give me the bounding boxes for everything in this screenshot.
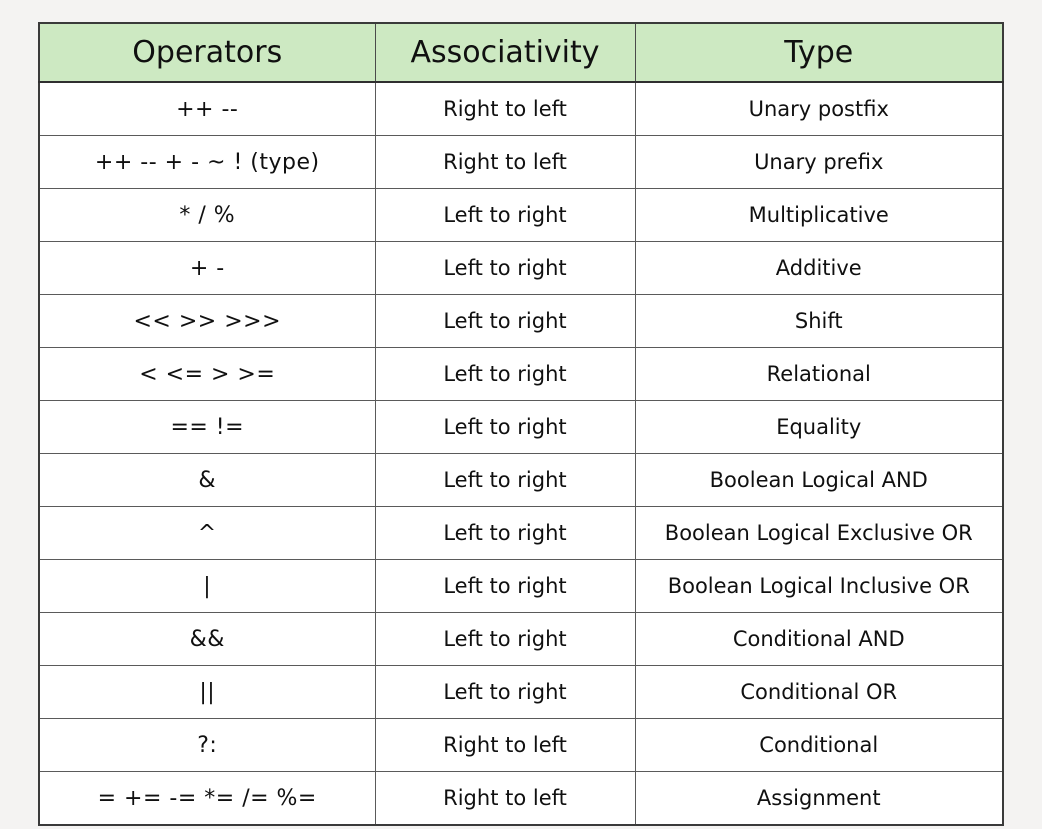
cell-type: Conditional AND xyxy=(634,612,1004,666)
column-header-operators: Operators xyxy=(38,22,376,83)
cell-operators: ?: xyxy=(38,718,376,772)
cell-operators: == != xyxy=(38,400,376,454)
cell-type: Equality xyxy=(634,400,1004,454)
column-header-type: Type xyxy=(634,22,1004,83)
cell-type: Additive xyxy=(634,241,1004,295)
cell-operators: & xyxy=(38,453,376,507)
cell-type: Assignment xyxy=(634,771,1004,826)
cell-operators: | xyxy=(38,559,376,613)
cell-operators: < <= > >= xyxy=(38,347,376,401)
cell-type: Unary postfix xyxy=(634,81,1004,136)
cell-associativity: Left to right xyxy=(374,294,636,348)
cell-associativity: Right to left xyxy=(374,771,636,826)
cell-operators: && xyxy=(38,612,376,666)
cell-operators: || xyxy=(38,665,376,719)
table-header: Operators Associativity Type xyxy=(38,22,1004,83)
cell-type: Boolean Logical Exclusive OR xyxy=(634,506,1004,560)
column-header-associativity: Associativity xyxy=(374,22,636,83)
cell-associativity: Left to right xyxy=(374,241,636,295)
cell-type: Conditional xyxy=(634,718,1004,772)
cell-operators: = += -= *= /= %= xyxy=(38,771,376,826)
cell-operators: ^ xyxy=(38,506,376,560)
cell-associativity: Right to left xyxy=(374,81,636,136)
cell-associativity: Left to right xyxy=(374,612,636,666)
cell-associativity: Left to right xyxy=(374,453,636,507)
cell-operators: * / % xyxy=(38,188,376,242)
cell-type: Boolean Logical Inclusive OR xyxy=(634,559,1004,613)
cell-associativity: Right to left xyxy=(374,718,636,772)
operator-precedence-table: Operators Associativity Type ++ --Right … xyxy=(38,22,1004,826)
cell-type: Multiplicative xyxy=(634,188,1004,242)
operator-precedence-table-container: Operators Associativity Type ++ --Right … xyxy=(38,22,1004,826)
cell-associativity: Left to right xyxy=(374,506,636,560)
cell-operators: << >> >>> xyxy=(38,294,376,348)
table-header-row: Operators Associativity Type xyxy=(38,22,1004,83)
cell-operators: ++ -- xyxy=(38,81,376,136)
cell-associativity: Left to right xyxy=(374,400,636,454)
cell-type: Relational xyxy=(634,347,1004,401)
cell-associativity: Right to left xyxy=(374,135,636,189)
cell-associativity: Left to right xyxy=(374,188,636,242)
cell-type: Conditional OR xyxy=(634,665,1004,719)
cell-type: Boolean Logical AND xyxy=(634,453,1004,507)
cell-operators: + - xyxy=(38,241,376,295)
cell-associativity: Left to right xyxy=(374,347,636,401)
cell-type: Shift xyxy=(634,294,1004,348)
cell-associativity: Left to right xyxy=(374,559,636,613)
cell-type: Unary prefix xyxy=(634,135,1004,189)
cell-operators: ++ -- + - ~ ! (type) xyxy=(38,135,376,189)
cell-associativity: Left to right xyxy=(374,665,636,719)
